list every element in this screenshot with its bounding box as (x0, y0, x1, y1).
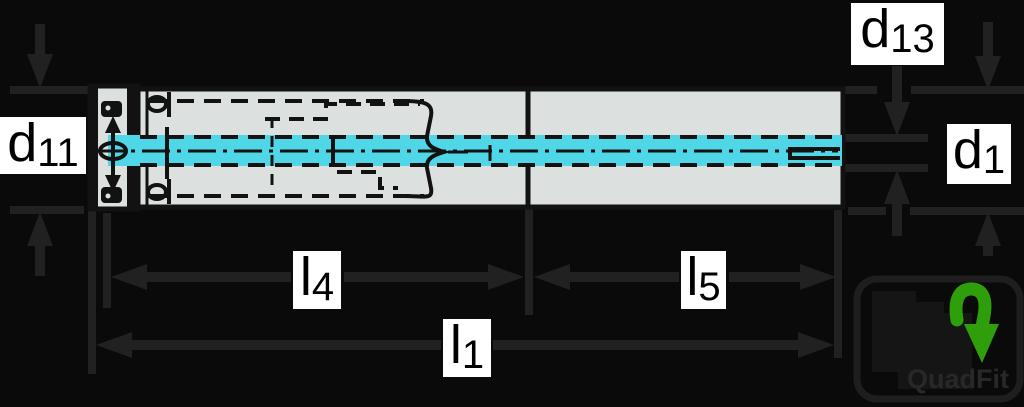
green-arrow-down-icon (964, 324, 999, 363)
arrowhead-up-icon (884, 170, 910, 204)
clamp-symbol-top (101, 101, 122, 117)
dimension-l4 (103, 213, 524, 308)
arrowhead-down-icon (27, 54, 53, 88)
hidden-bore-lines (140, 99, 836, 198)
arrowhead-down-icon (975, 56, 1001, 90)
label-subscript: 11 (37, 131, 79, 175)
dimension-d11 (10, 24, 90, 276)
bore-end-taper (403, 99, 451, 199)
dimension-l5 (525, 208, 842, 358)
label-subscript: 1 (982, 138, 1006, 182)
toolholder-silhouette-icon (872, 291, 972, 389)
arrowhead-right-icon (800, 264, 836, 290)
gauge-lens-symbol (98, 141, 128, 161)
arrowhead-right-icon (488, 264, 524, 290)
label-base: d (952, 120, 983, 180)
clamp-screw-symbols (146, 92, 171, 204)
quadfit-wordmark: QuadFit (907, 364, 1009, 394)
arrowhead-right-icon (798, 332, 834, 358)
label-base: d (7, 113, 38, 173)
dimension-d1 (843, 66, 928, 236)
label-subscript: 13 (890, 17, 935, 61)
flange-front-face (88, 84, 98, 211)
pilot-bore-step (788, 147, 840, 160)
label-base: l (686, 247, 699, 307)
quadfit-logo (853, 275, 1024, 403)
datum-ticks (165, 127, 492, 179)
arrowhead-left-icon (534, 264, 570, 290)
label-base: d (860, 0, 891, 59)
clamp-symbol-bottom (101, 187, 122, 203)
arrowhead-up-icon (27, 212, 53, 246)
label-base: l (299, 247, 312, 307)
flange-arrow-up-icon (105, 116, 121, 133)
clamp-dot (105, 193, 111, 199)
arrowhead-up-icon (975, 212, 1001, 246)
clamp-dot (105, 105, 111, 111)
label-subscript: 5 (698, 265, 721, 309)
logo-border (853, 275, 1024, 403)
green-swoosh-icon (949, 282, 992, 334)
label-base: l (449, 315, 462, 375)
label-subscript: 1 (461, 333, 485, 377)
label-subscript: 4 (311, 265, 335, 309)
flange-internals (98, 101, 128, 203)
arrowhead-down-icon (884, 102, 910, 136)
dimension-l1 (88, 210, 834, 374)
dimension-d13 (845, 22, 1024, 256)
dimension-linework (10, 22, 1024, 374)
tool-body (87, 83, 846, 212)
arrowhead-left-icon (96, 332, 132, 358)
arrowhead-left-icon (111, 264, 147, 290)
flange-arrow-down-icon (105, 175, 121, 192)
